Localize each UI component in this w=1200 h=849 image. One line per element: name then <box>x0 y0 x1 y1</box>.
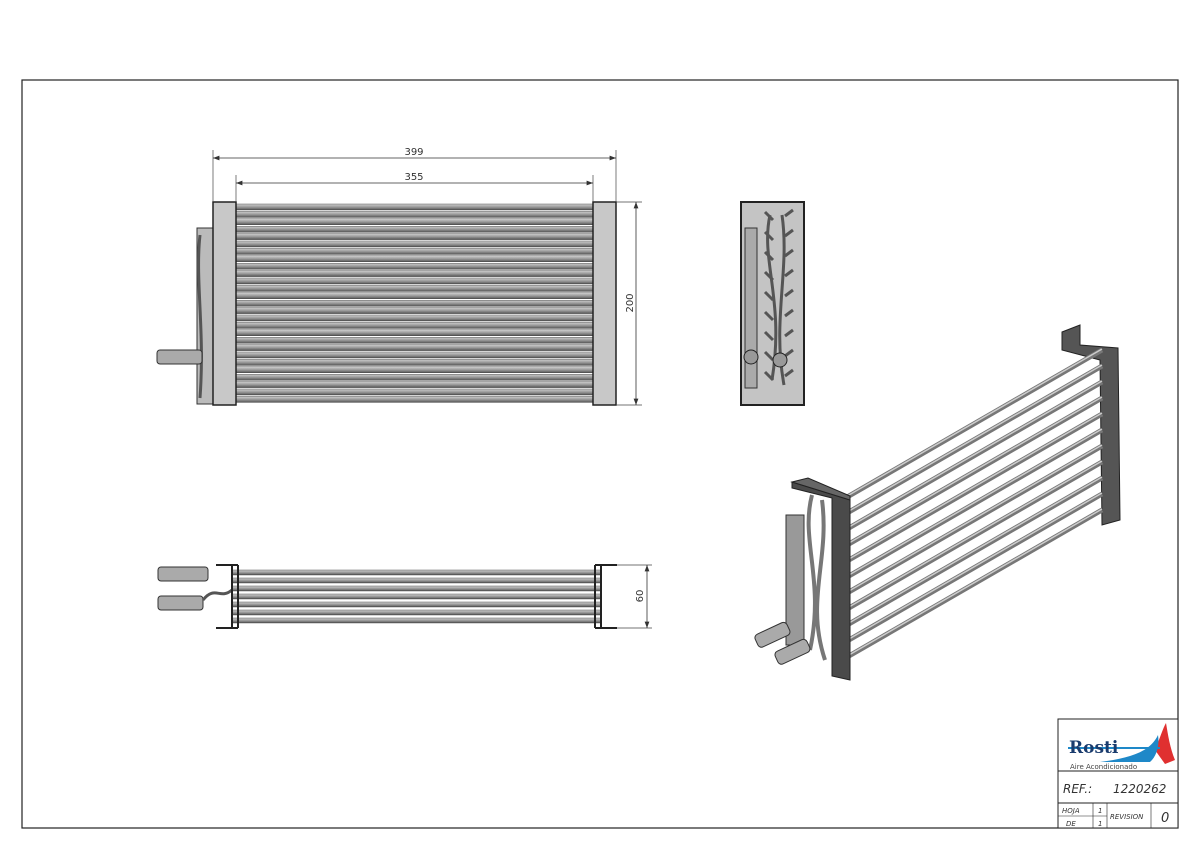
dimension-label-200: 200 <box>625 293 636 312</box>
tube-bend <box>763 328 794 342</box>
tube <box>235 248 594 255</box>
tube <box>235 366 594 373</box>
tube-highlight <box>841 492 1103 644</box>
tube <box>231 569 602 576</box>
dimension-label-60: 60 <box>635 590 646 603</box>
tube <box>235 292 594 299</box>
tube <box>235 381 594 388</box>
tube <box>231 585 602 592</box>
tube <box>235 277 594 285</box>
title-block: Rosti Aire Acondicionado REF.: 1220262 H… <box>1057 718 1179 829</box>
tube <box>235 388 594 396</box>
tube <box>840 459 1104 615</box>
tube-bend <box>763 308 794 322</box>
tube-bend <box>763 268 794 282</box>
tube-highlight <box>841 476 1103 628</box>
tube <box>235 255 594 263</box>
tube <box>840 347 1104 503</box>
tube-bend <box>763 288 794 302</box>
tube <box>235 270 594 277</box>
revision-label: REVISION <box>1110 813 1144 821</box>
dimension-355: 355 <box>235 172 594 202</box>
tube <box>231 601 602 608</box>
tube-bend <box>763 348 794 362</box>
tube <box>231 577 602 584</box>
tube <box>840 411 1104 567</box>
dimension-label-355: 355 <box>404 172 423 183</box>
tube-bend <box>763 368 794 382</box>
sheet-border <box>21 79 1179 829</box>
tube <box>235 307 594 314</box>
tube <box>235 337 594 344</box>
tube-highlight <box>841 396 1103 548</box>
tube <box>840 427 1104 583</box>
tube <box>231 617 602 624</box>
tube <box>840 443 1104 599</box>
tube-highlight <box>841 444 1103 596</box>
dimension-label-399: 399 <box>404 147 423 158</box>
tube <box>235 322 594 329</box>
of-value: 1 <box>1098 820 1102 828</box>
tube-bend <box>763 248 794 262</box>
front-view <box>156 201 617 406</box>
tube <box>231 609 602 616</box>
tube-highlight <box>841 460 1103 612</box>
tube <box>235 359 594 366</box>
tube <box>840 363 1104 519</box>
tube-highlight <box>841 412 1103 564</box>
ref-label: REF.: <box>1063 782 1092 796</box>
tube <box>840 491 1104 647</box>
ref-value: 1220262 <box>1113 782 1166 796</box>
tube <box>235 300 594 307</box>
isometric-view <box>754 324 1121 681</box>
tube <box>235 203 594 211</box>
tube <box>235 396 594 403</box>
revision-value: 0 <box>1161 811 1169 826</box>
tube <box>235 314 594 322</box>
tube <box>235 329 594 336</box>
tube-highlight <box>841 380 1103 532</box>
tube-bend <box>763 208 794 222</box>
tube-highlight <box>841 364 1103 516</box>
tube-highlight <box>841 348 1103 500</box>
tube <box>235 218 594 226</box>
tube <box>235 225 594 233</box>
tube <box>840 507 1104 663</box>
dimension-200: 200 <box>616 201 642 406</box>
tube <box>840 395 1104 551</box>
tube <box>235 211 594 218</box>
tube <box>235 285 594 292</box>
dimension-60: 60 <box>617 564 652 629</box>
tube-bend <box>763 228 794 242</box>
tube <box>840 475 1104 631</box>
rosti-logo: Rosti Aire Acondicionado <box>1068 723 1175 771</box>
tube <box>235 344 594 351</box>
logo-subtitle: Aire Acondicionado <box>1070 763 1137 771</box>
logo-text: Rosti <box>1069 738 1119 758</box>
sheet-value: 1 <box>1098 807 1102 815</box>
tube <box>235 233 594 240</box>
side-view <box>740 201 805 406</box>
dimension-399: 399 <box>212 147 617 202</box>
tube <box>840 379 1104 535</box>
tube <box>235 374 594 381</box>
tube <box>235 263 594 270</box>
tube <box>231 593 602 600</box>
tube-highlight <box>841 508 1103 660</box>
sheet-label: HOJA <box>1062 807 1080 815</box>
of-label: DE <box>1066 820 1076 828</box>
tube-highlight <box>841 428 1103 580</box>
tube <box>235 351 594 359</box>
bottom-view <box>157 564 617 629</box>
tube <box>235 240 594 248</box>
